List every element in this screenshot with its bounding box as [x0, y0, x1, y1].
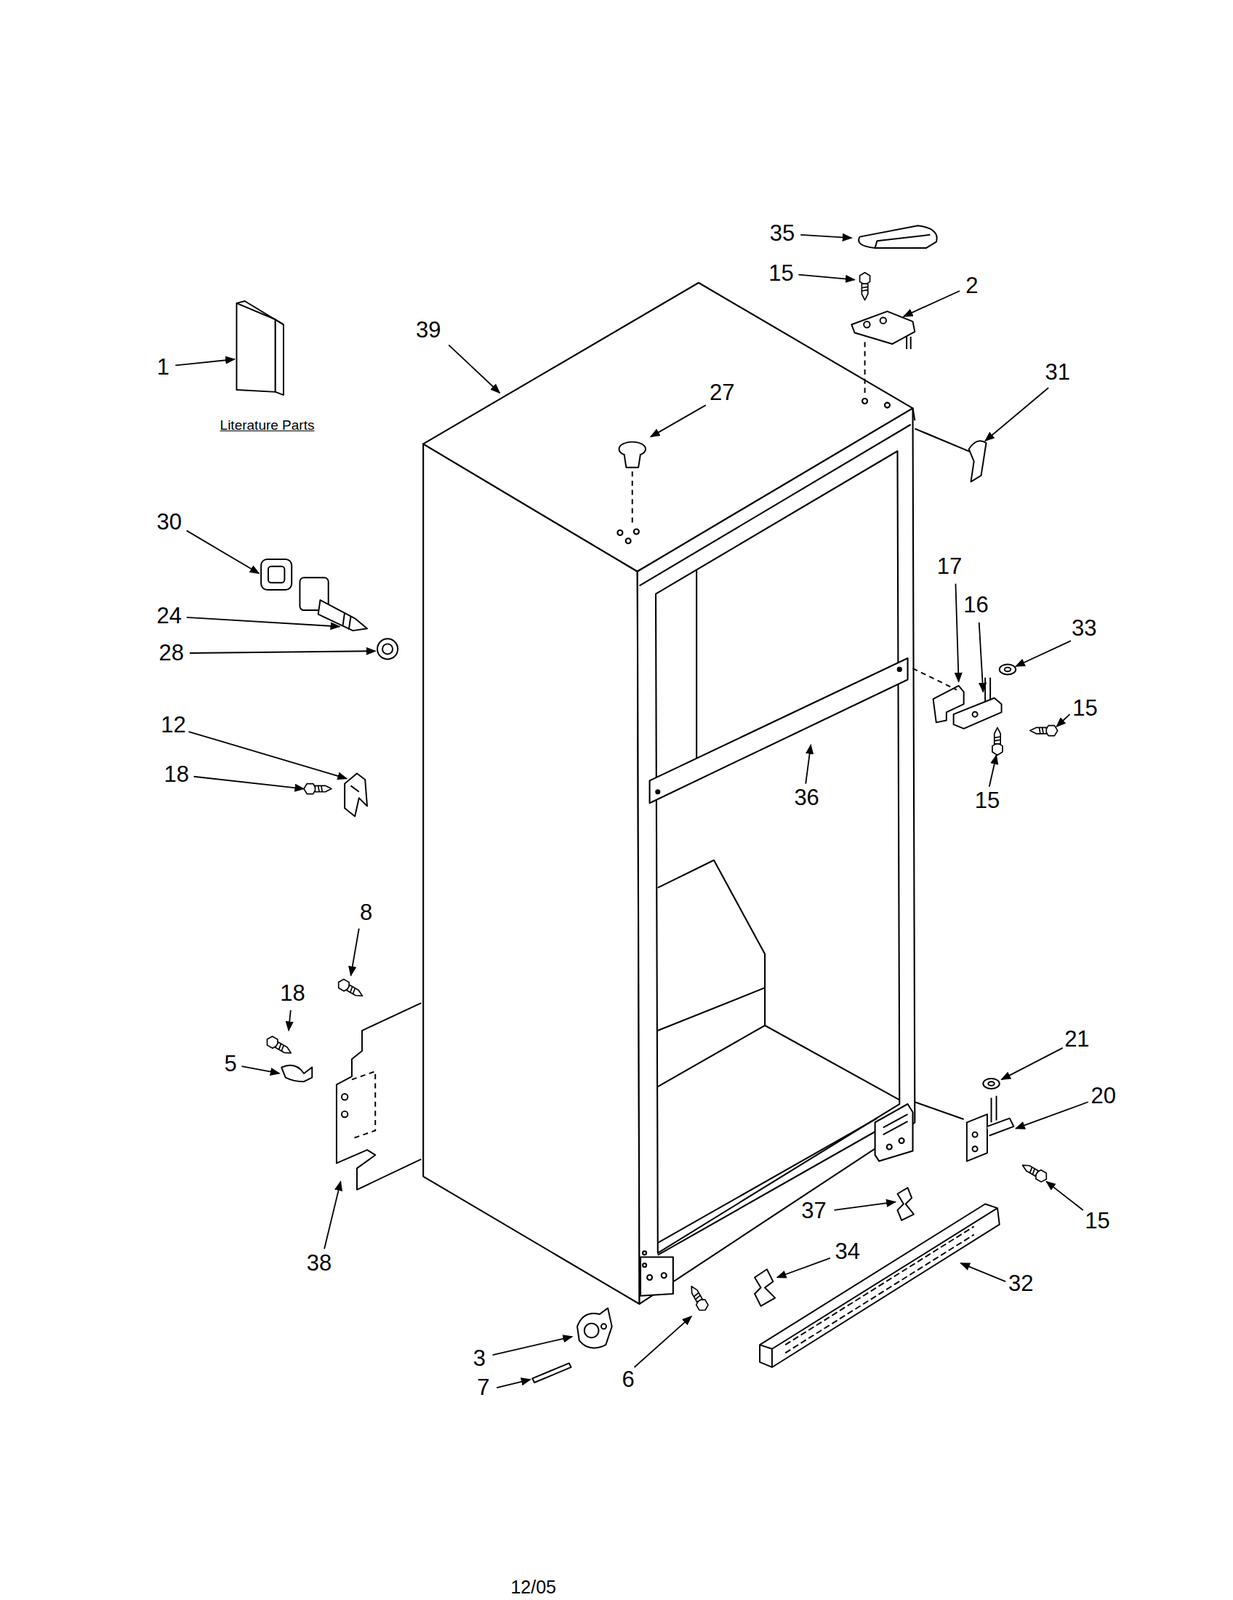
- leader-lines: [175, 234, 1089, 1388]
- callout-number: 1: [157, 354, 170, 380]
- callout-number: 12: [160, 712, 186, 738]
- callout-number: 36: [793, 785, 819, 810]
- callout-number: 15: [1084, 1208, 1110, 1233]
- section-title: Literature Parts: [220, 418, 315, 434]
- callout-number: 38: [306, 1250, 332, 1276]
- callout-number: 27: [709, 380, 735, 405]
- cabinet: [423, 282, 971, 1304]
- callout-number: 35: [769, 221, 795, 246]
- callout-number: 15: [974, 788, 1000, 813]
- date-code: 12/05: [510, 1576, 557, 1598]
- callout-number: 39: [415, 317, 441, 343]
- callout-number: 32: [1008, 1270, 1034, 1296]
- callout-number: 2: [965, 273, 978, 299]
- callout-number: 21: [1064, 1026, 1090, 1052]
- callout-number: 6: [622, 1366, 635, 1392]
- callout-number: 18: [163, 761, 189, 787]
- callout-number: 28: [158, 640, 184, 666]
- callout-number: 15: [1072, 695, 1098, 721]
- callout-number: 33: [1071, 615, 1097, 641]
- callout-number: 20: [1091, 1083, 1116, 1108]
- callout-number: 8: [359, 900, 373, 925]
- callout-number: 7: [476, 1374, 490, 1400]
- callout-number: 15: [768, 260, 794, 286]
- callout-number: 18: [279, 980, 305, 1006]
- parts: [236, 225, 1058, 1383]
- callout-number: 17: [937, 553, 962, 579]
- callout-number: 24: [157, 603, 182, 629]
- callout-number: 34: [834, 1238, 860, 1264]
- callout-number: 31: [1044, 359, 1070, 385]
- callout-number: 5: [223, 1051, 237, 1076]
- callout-number: 37: [801, 1198, 826, 1223]
- callout-number: 30: [157, 509, 182, 535]
- callout-number: 16: [963, 592, 988, 618]
- callout-number: 3: [473, 1345, 486, 1371]
